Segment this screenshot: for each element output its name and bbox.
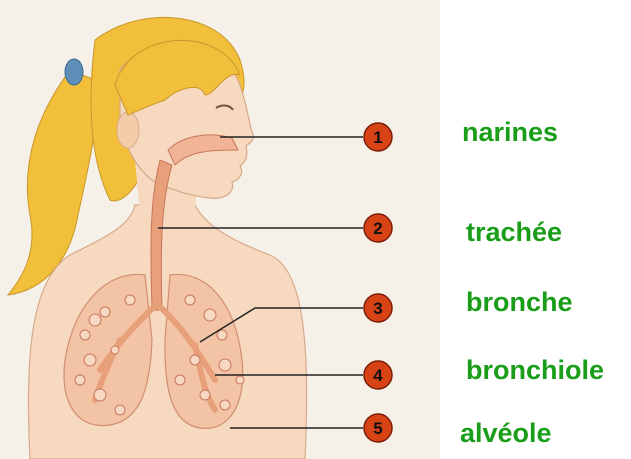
label-bronchiole: bronchiole bbox=[466, 355, 604, 385]
hair-tie bbox=[65, 59, 83, 85]
label-alveole: alvéole bbox=[460, 418, 552, 448]
marker-3: 3 bbox=[364, 294, 392, 322]
marker-number-2: 2 bbox=[373, 219, 382, 238]
marker-number-3: 3 bbox=[373, 299, 382, 318]
ear bbox=[117, 112, 139, 148]
marker-number-1: 1 bbox=[373, 128, 382, 147]
label-bronche: bronche bbox=[466, 287, 573, 317]
marker-5: 5 bbox=[364, 414, 392, 442]
marker-4: 4 bbox=[364, 361, 392, 389]
marker-2: 2 bbox=[364, 214, 392, 242]
label-trachee: trachée bbox=[466, 217, 562, 247]
label-narines: narines bbox=[462, 117, 558, 147]
marker-number-4: 4 bbox=[373, 366, 383, 385]
marker-1: 1 bbox=[364, 123, 392, 151]
marker-number-5: 5 bbox=[373, 419, 382, 438]
